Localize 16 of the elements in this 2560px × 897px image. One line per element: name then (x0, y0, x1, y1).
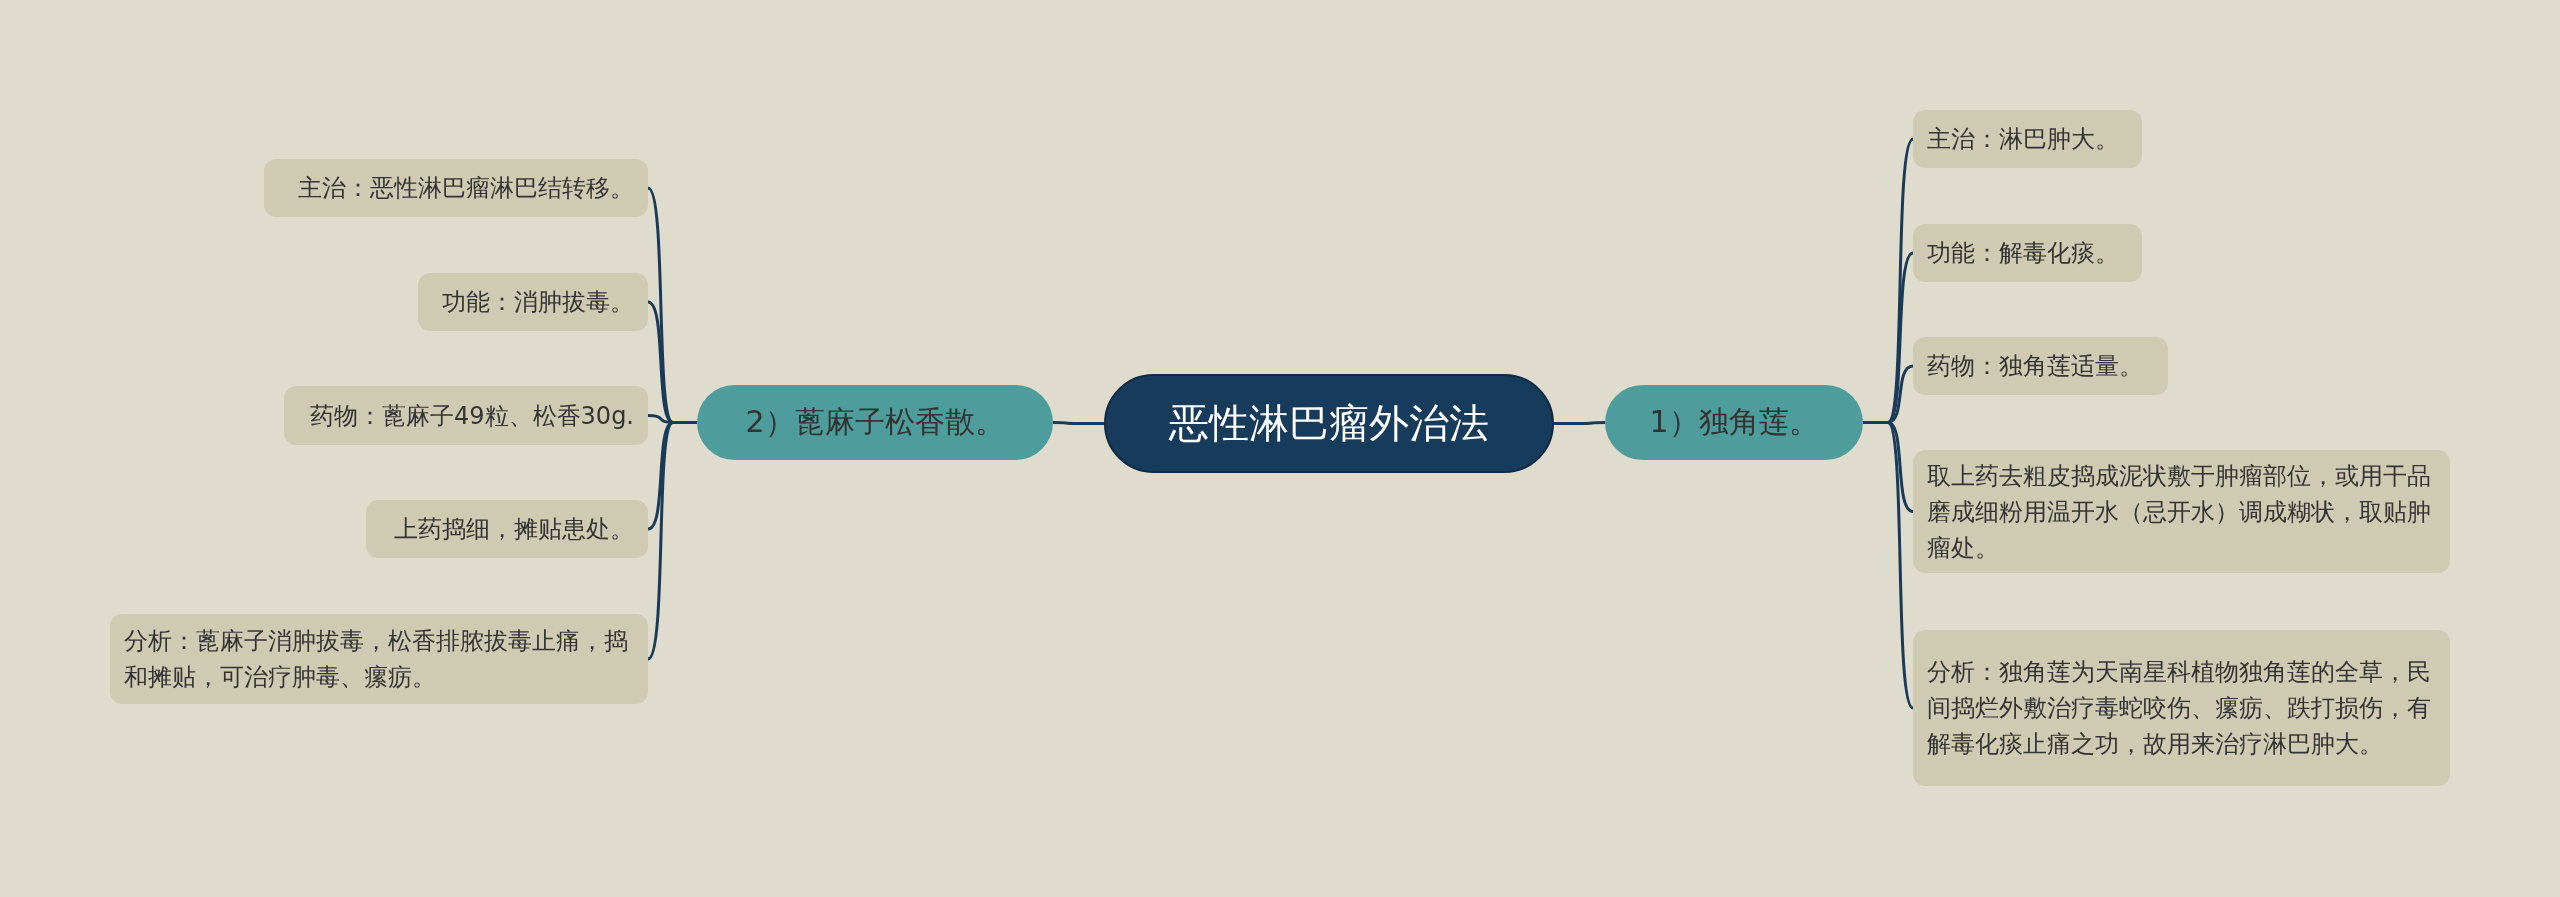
topic-box: 1）独角莲。 (1605, 385, 1863, 460)
note-box: 分析：蓖麻子消肿拔毒，松香排脓拔毒止痛，捣和摊贴，可治疗肿毒、瘰疬。 (110, 614, 648, 704)
note-box: 药物：蓖麻子49粒、松香30g. (284, 386, 648, 445)
connector-line (1863, 421, 1915, 709)
connector-line (1554, 421, 1605, 425)
note-box: 取上药去粗皮捣成泥状敷于肿瘤部位，或用干品磨成细粉用温开水（忌开水）调成糊状，取贴肿瘤处。 (1913, 450, 2450, 573)
note-box: 主治：恶性淋巴瘤淋巴结转移。 (264, 159, 648, 217)
note-box: 主治：淋巴肿大。 (1913, 110, 2142, 168)
central-topic: 恶性淋巴瘤外治法 (1104, 374, 1554, 473)
note-box: 功能：解毒化痰。 (1913, 224, 2142, 282)
topic-box: 2）蓖麻子松香散。 (697, 385, 1053, 460)
connector-line (1053, 421, 1104, 425)
note-box: 分析：独角莲为天南星科植物独角莲的全草，民间捣烂外敷治疗毒蛇咬伤、瘰疬、跌打损伤，有解毒化痰止痛之功，故用来治疗淋巴肿大。 (1913, 630, 2450, 786)
note-box: 上药捣细，摊贴患处。 (366, 500, 648, 558)
note-box: 功能：消肿拔毒。 (418, 273, 648, 331)
note-box: 药物：独角莲适量。 (1913, 337, 2168, 395)
